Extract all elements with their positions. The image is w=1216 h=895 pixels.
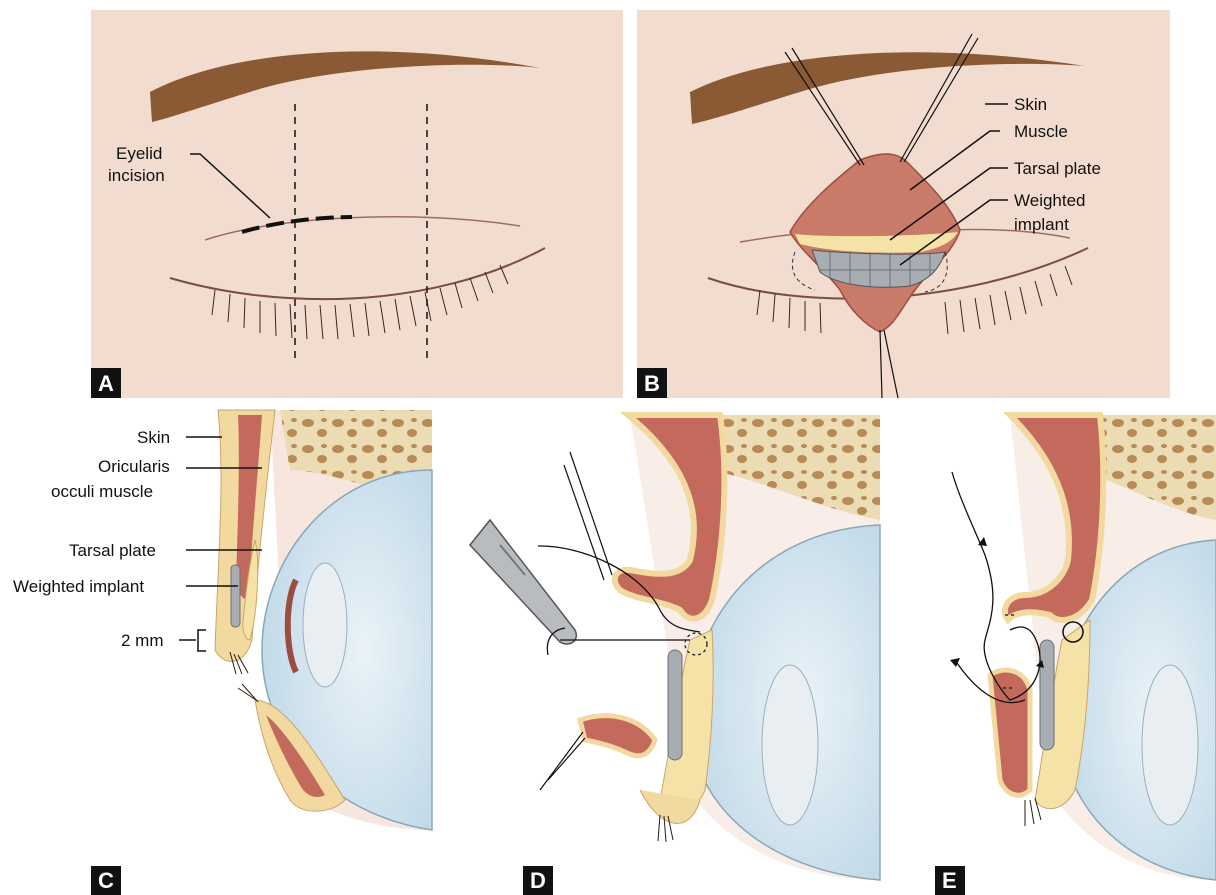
b-label-skin: Skin xyxy=(1014,95,1047,114)
panel-a-badge-text: A xyxy=(98,371,114,396)
needle-driver xyxy=(470,520,576,644)
panel-b-badge-text: B xyxy=(644,371,660,396)
b-label-tarsal: Tarsal plate xyxy=(1014,159,1101,178)
c-label-muscle-line2: occuli muscle xyxy=(51,482,153,501)
lens-d xyxy=(762,665,818,825)
panel-e: E xyxy=(935,415,1216,895)
incision-label-line2: incision xyxy=(108,166,165,185)
weighted-implant-e xyxy=(1040,640,1054,750)
panel-a: Eyelid incision A xyxy=(91,10,623,398)
b-label-implant-line2: implant xyxy=(1014,215,1069,234)
panel-b: Skin Muscle Tarsal plate Weighted implan… xyxy=(637,10,1170,398)
lower-lashes-c xyxy=(238,684,258,702)
b-label-muscle: Muscle xyxy=(1014,122,1068,141)
lower-flap-d xyxy=(580,716,655,756)
weighted-implant-c xyxy=(231,565,240,627)
lens-e xyxy=(1142,665,1198,825)
c-label-muscle-line1: Oricularis xyxy=(98,457,170,476)
lens xyxy=(303,563,347,687)
panel-c: Skin Oricularis occuli muscle Tarsal pla… xyxy=(13,410,432,895)
retraction-suture-lower-d xyxy=(540,732,585,790)
panel-c-badge-text: C xyxy=(98,868,114,893)
c-label-measure: 2 mm xyxy=(121,631,164,650)
panel-d: D xyxy=(470,415,880,895)
c-label-implant: Weighted implant xyxy=(13,577,144,596)
incision-label-line1: Eyelid xyxy=(116,144,162,163)
c-label-skin: Skin xyxy=(137,428,170,447)
c-label-tarsal: Tarsal plate xyxy=(69,541,156,560)
b-label-implant-line1: Weighted xyxy=(1014,191,1086,210)
lower-flap-e xyxy=(990,670,1030,795)
panel-e-badge-text: E xyxy=(942,868,957,893)
weighted-implant-d xyxy=(668,650,682,760)
panel-d-badge-text: D xyxy=(530,868,546,893)
